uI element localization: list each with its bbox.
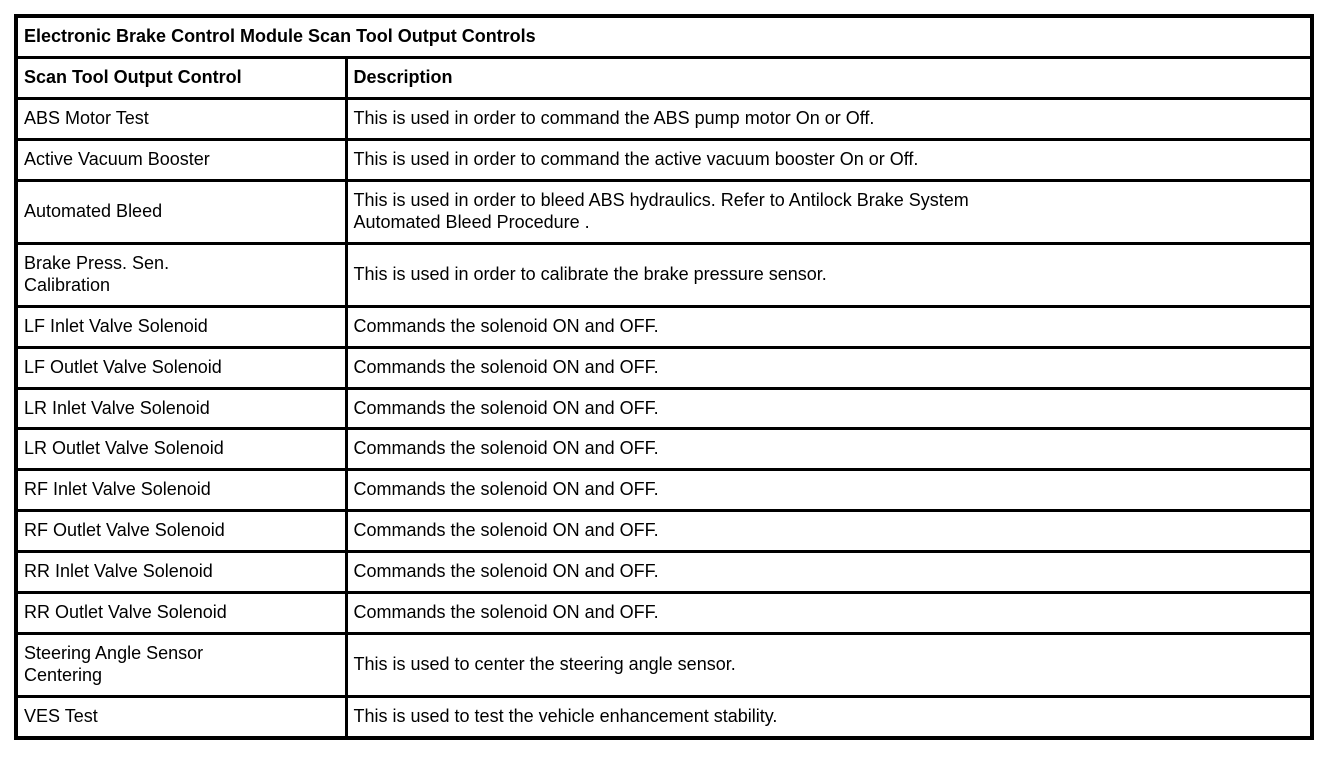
table-row: LF Inlet Valve Solenoid Commands the sol… [14, 304, 1314, 349]
control-cell: VES Test [14, 695, 348, 740]
control-label: Brake Press. Sen. Calibration [24, 252, 170, 295]
control-cell: ABS Motor Test [14, 96, 348, 141]
control-cell: Automated Bleed [14, 178, 348, 245]
description-cell: Commands the solenoid ON and OFF. [344, 427, 1314, 472]
description-text: Commands the solenoid ON and OFF. [353, 602, 659, 623]
control-cell: RR Outlet Valve Solenoid [14, 591, 348, 636]
description-cell: Commands the solenoid ON and OFF. [344, 304, 1314, 349]
table-title: Electronic Brake Control Module Scan Too… [14, 14, 1314, 59]
description-cell: Commands the solenoid ON and OFF. [344, 345, 1314, 390]
table-row: RF Inlet Valve Solenoid Commands the sol… [14, 468, 1314, 513]
control-label: RR Inlet Valve Solenoid [24, 561, 213, 582]
description-text: Commands the solenoid ON and OFF. [353, 479, 659, 500]
description-cell: Commands the solenoid ON and OFF. [344, 468, 1314, 513]
table-row: Active Vacuum Booster This is used in or… [14, 137, 1314, 182]
description-cell: This is used in order to bleed ABS hydra… [344, 178, 1314, 245]
description-cell: Commands the solenoid ON and OFF. [344, 386, 1314, 431]
column-header-control: Scan Tool Output Control [14, 55, 348, 100]
control-label: Steering Angle Sensor Centering [24, 643, 204, 686]
description-text: This is used to center the steering angl… [353, 654, 736, 675]
control-cell: RF Inlet Valve Solenoid [14, 468, 348, 513]
control-label: LF Inlet Valve Solenoid [24, 315, 208, 336]
control-cell: LF Inlet Valve Solenoid [14, 304, 348, 349]
table-row: LR Inlet Valve Solenoid Commands the sol… [14, 386, 1314, 431]
description-text: Commands the solenoid ON and OFF. [353, 438, 659, 459]
control-cell: Brake Press. Sen. Calibration [14, 241, 348, 308]
control-cell: LF Outlet Valve Solenoid [14, 345, 348, 390]
table-row: RR Inlet Valve Solenoid Commands the sol… [14, 550, 1314, 595]
description-cell: This is used in order to calibrate the b… [344, 241, 1314, 308]
table-row: LR Outlet Valve Solenoid Commands the so… [14, 427, 1314, 472]
control-label: LR Inlet Valve Solenoid [24, 397, 210, 418]
control-label: RF Outlet Valve Solenoid [24, 520, 225, 541]
description-text: Commands the solenoid ON and OFF. [353, 356, 659, 377]
description-text: This is used in order to bleed ABS hydra… [353, 189, 969, 232]
scan-tool-output-controls-table: Electronic Brake Control Module Scan Too… [14, 14, 1314, 741]
control-label: LR Outlet Valve Solenoid [24, 438, 224, 459]
control-cell: Steering Angle Sensor Centering [14, 632, 348, 699]
control-cell: Active Vacuum Booster [14, 137, 348, 182]
description-text: Commands the solenoid ON and OFF. [353, 520, 659, 541]
table-row: LF Outlet Valve Solenoid Commands the so… [14, 345, 1314, 390]
column-header-description: Description [344, 55, 1314, 100]
description-cell: This is used to center the steering angl… [344, 632, 1314, 699]
table-row: RF Outlet Valve Solenoid Commands the so… [14, 509, 1314, 554]
description-cell: Commands the solenoid ON and OFF. [344, 591, 1314, 636]
control-label: LF Outlet Valve Solenoid [24, 356, 222, 377]
control-label: ABS Motor Test [24, 107, 149, 128]
description-text: Commands the solenoid ON and OFF. [353, 315, 659, 336]
control-label: RF Inlet Valve Solenoid [24, 479, 211, 500]
table-row: ABS Motor Test This is used in order to … [14, 96, 1314, 141]
description-text: This is used in order to calibrate the b… [353, 263, 827, 284]
description-cell: Commands the solenoid ON and OFF. [344, 550, 1314, 595]
control-label: VES Test [24, 706, 98, 727]
control-label: Automated Bleed [24, 200, 163, 221]
description-cell: Commands the solenoid ON and OFF. [344, 509, 1314, 554]
description-cell: This is used to test the vehicle enhance… [344, 695, 1314, 740]
control-cell: LR Inlet Valve Solenoid [14, 386, 348, 431]
control-label: RR Outlet Valve Solenoid [24, 602, 227, 623]
description-text: This is used to test the vehicle enhance… [353, 706, 778, 727]
description-cell: This is used in order to command the ABS… [344, 96, 1314, 141]
table-title-row: Electronic Brake Control Module Scan Too… [14, 14, 1314, 59]
table-row: Brake Press. Sen. Calibration This is us… [14, 241, 1314, 308]
control-cell: RR Inlet Valve Solenoid [14, 550, 348, 595]
control-label: Active Vacuum Booster [24, 148, 210, 169]
control-cell: LR Outlet Valve Solenoid [14, 427, 348, 472]
description-text: This is used in order to command the ABS… [353, 107, 875, 128]
description-cell: This is used in order to command the act… [344, 137, 1314, 182]
description-text: Commands the solenoid ON and OFF. [353, 397, 659, 418]
table-header-row: Scan Tool Output Control Description [14, 55, 1314, 100]
table-row: VES Test This is used to test the vehicl… [14, 695, 1314, 740]
table-row: RR Outlet Valve Solenoid Commands the so… [14, 591, 1314, 636]
table-row: Steering Angle Sensor Centering This is … [14, 632, 1314, 699]
description-text: Commands the solenoid ON and OFF. [353, 561, 659, 582]
control-cell: RF Outlet Valve Solenoid [14, 509, 348, 554]
description-text: This is used in order to command the act… [353, 148, 919, 169]
table-row: Automated Bleed This is used in order to… [14, 178, 1314, 245]
